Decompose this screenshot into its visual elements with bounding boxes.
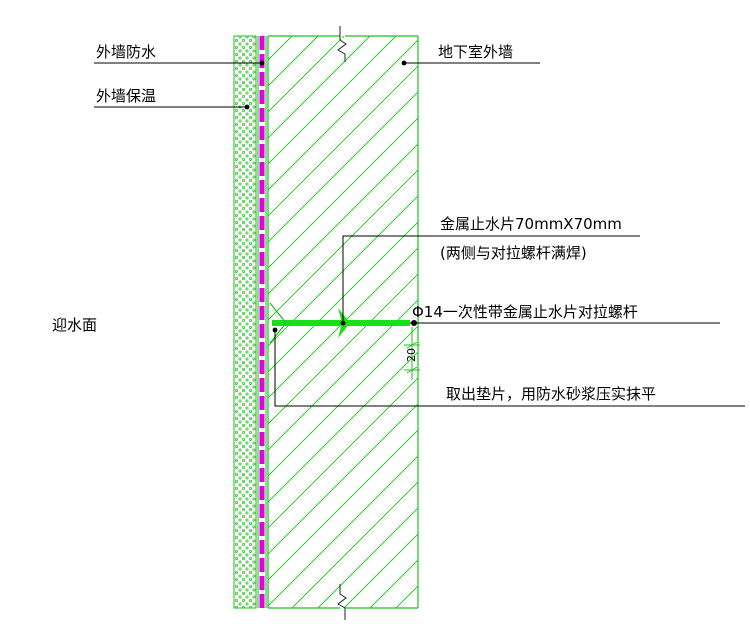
hatch-line [500,36,750,608]
hatch-line [268,36,371,608]
label-spacer: 取出垫片，用防水砂浆压实抹平 [446,385,656,403]
hatch-line [395,36,418,608]
hatch-line [578,36,750,608]
hatch-line [268,36,418,608]
leader-spacer [274,330,745,407]
label-basement-wall: 地下室外墙 [438,43,513,61]
hatch-line [656,36,750,608]
dimension-marker: 20 [404,327,420,380]
hatch-line [708,36,750,608]
hatch-line [734,36,750,608]
hatch-line [268,36,397,608]
hatch-line [268,36,418,608]
label-water-face: 迎水面 [52,316,97,334]
label-stop-plate-line1: 金属止水片70mmX70mm [440,215,622,233]
leader-dots [244,60,407,333]
hatch-line [552,36,750,608]
hatch-line [0,36,240,608]
label-tie-rod: Φ14一次性带金属止水片对拉螺杆 [412,303,638,321]
label-insulation: 外墙保温 [96,87,156,105]
leader-stop-plate [342,235,640,323]
hatch-line [268,36,418,608]
hatch-line [268,36,418,608]
hatch-line [268,36,418,608]
wall-outline [267,35,419,609]
break-symbol-top [337,26,347,62]
hatch-line [369,36,418,608]
hatch-line [422,36,750,608]
hatch-line [317,36,418,608]
hatch-line [268,36,418,608]
break-symbol-bottom [337,584,347,620]
dimension-value: 20 [405,348,418,362]
hatch-line [526,36,750,608]
label-stop-plate-line2: (两侧与对拉螺杆满焊) [440,244,587,262]
hatch-line [268,36,418,608]
hatch-line [604,36,750,608]
leader-lines [94,62,745,407]
hatch-line [474,36,750,608]
hatch-line [268,36,418,608]
hatch-line [0,36,266,608]
hatch-line [630,36,750,608]
hatch-line [268,36,418,608]
hatch-line [682,36,750,608]
hatch-line [448,36,750,608]
hatch-line [268,36,319,608]
hatch-line [291,36,418,608]
insulation-layer [233,35,257,609]
label-waterproof: 外墙防水 [96,43,156,61]
waterproof-layer [257,36,267,608]
